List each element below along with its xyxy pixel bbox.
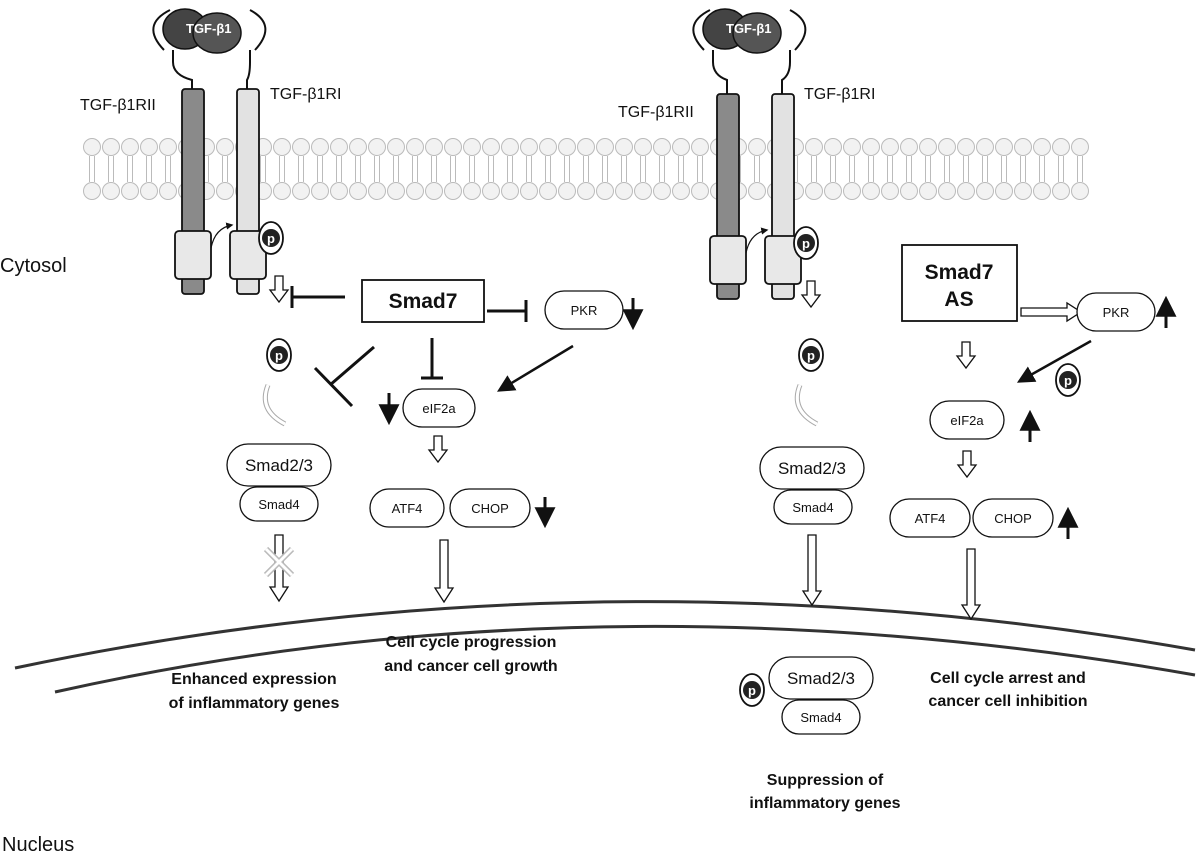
- right-outcome-suppression-line1: Suppression of: [767, 772, 884, 789]
- left-atf4-label: ATF4: [392, 501, 423, 516]
- right-smad4-label: Smad4: [792, 500, 833, 515]
- smad7-inhibition-lines: [290, 286, 528, 408]
- svg-text:p: p: [807, 348, 815, 363]
- right-pkr-label: PKR: [1103, 305, 1130, 320]
- right-ligand-label: TGF-β1: [726, 21, 772, 36]
- svg-text:p: p: [267, 231, 275, 246]
- smad7-box: [361, 279, 485, 323]
- right-receptor-phospho: p: [793, 226, 819, 260]
- left-outcome-growth-line2: and cancer cell growth: [384, 658, 557, 675]
- nucleus-label: Nucleus: [2, 834, 74, 855]
- left-pkr-label: PKR: [571, 303, 598, 318]
- right-smad23-label: Smad2/3: [778, 459, 846, 478]
- left-smad4-label: Smad4: [258, 497, 299, 512]
- nuclear-smad23-label: Smad2/3: [787, 669, 855, 688]
- right-pkr-to-eif2a-arrow: [1016, 339, 1092, 383]
- right-receptor-complex: TGF-β1 p TGF-β1RII TGF-β1RI: [618, 8, 875, 300]
- right-outcome-arrest-line2: cancer cell inhibition: [928, 693, 1087, 710]
- right-receptor-ii-label: TGF-β1RII: [618, 104, 694, 121]
- right-receptor-i-label: TGF-β1RI: [804, 86, 875, 103]
- nuclear-smad-phospho: p: [739, 673, 765, 707]
- right-pathway: p Smad2/3 Smad4 p Smad2/3 Smad4 Suppress…: [739, 244, 1177, 812]
- left-smad4-node: [239, 486, 319, 522]
- nuclear-envelope: [14, 600, 1196, 694]
- cytosol-label: Cytosol: [0, 255, 67, 277]
- right-eif2a-label: eIF2a: [950, 413, 984, 428]
- right-outcome-suppression-line2: inflammatory genes: [749, 795, 900, 812]
- right-smad23-node: [759, 446, 865, 490]
- right-pkr-node: [1076, 292, 1156, 332]
- left-receptor-complex: TGF-β1 p TGF-β1RII TGF-β1RI: [80, 8, 341, 295]
- nuclear-smad23-node: [768, 656, 874, 700]
- left-receptor-i-label: TGF-β1RI: [270, 86, 341, 103]
- nuclear-smad4-label: Smad4: [800, 710, 841, 725]
- right-pkr-phospho: p: [1055, 363, 1081, 397]
- right-eif2a-node: [929, 400, 1005, 440]
- left-atf4-node: [369, 488, 445, 528]
- left-ligand-label: TGF-β1: [186, 21, 232, 36]
- left-chop-label: CHOP: [471, 501, 509, 516]
- left-receptor-ii-label: TGF-β1RII: [80, 97, 156, 114]
- right-atf4-label: ATF4: [915, 511, 946, 526]
- smad7-as-label-line1: Smad7: [925, 261, 994, 284]
- right-outcome-arrest-line1: Cell cycle arrest and: [930, 670, 1086, 687]
- left-outcome-inflammatory-line1: Enhanced expression: [171, 671, 336, 688]
- left-outcome-inflammatory-line2: of inflammatory genes: [169, 695, 340, 712]
- left-smad23-label: Smad2/3: [245, 456, 313, 475]
- left-receptor-phospho: p: [258, 221, 284, 255]
- svg-text:p: p: [1064, 373, 1072, 388]
- left-chop-node: [449, 488, 531, 528]
- right-smad-phospho: p: [798, 338, 824, 372]
- right-atf4-node: [889, 498, 971, 538]
- left-smad23-node: [226, 443, 332, 487]
- left-eif2a-label: eIF2a: [422, 401, 456, 416]
- right-smad4-node: [773, 489, 853, 525]
- right-chop-label: CHOP: [994, 511, 1032, 526]
- smad7-label: Smad7: [389, 290, 458, 313]
- left-eif2a-node: [402, 388, 476, 428]
- left-smad-phospho: p: [266, 338, 292, 372]
- left-outcome-growth-line1: Cell cycle progression: [386, 634, 557, 651]
- svg-text:p: p: [275, 348, 283, 363]
- nuclear-smad4-node: [781, 699, 861, 735]
- smad7as-to-pkr-arrow: [1020, 301, 1083, 323]
- right-chop-node: [972, 498, 1054, 538]
- cell-membrane: [83, 138, 1089, 200]
- pkr-to-eif2a-arrow: [497, 344, 574, 392]
- svg-text:p: p: [748, 683, 756, 698]
- smad7-as-box: [901, 244, 1018, 322]
- smad7-as-label-line2: AS: [944, 288, 973, 311]
- svg-text:p: p: [802, 236, 810, 251]
- left-pathway: Smad7 PKR eIF2a ATF4 CHOP p: [169, 275, 644, 712]
